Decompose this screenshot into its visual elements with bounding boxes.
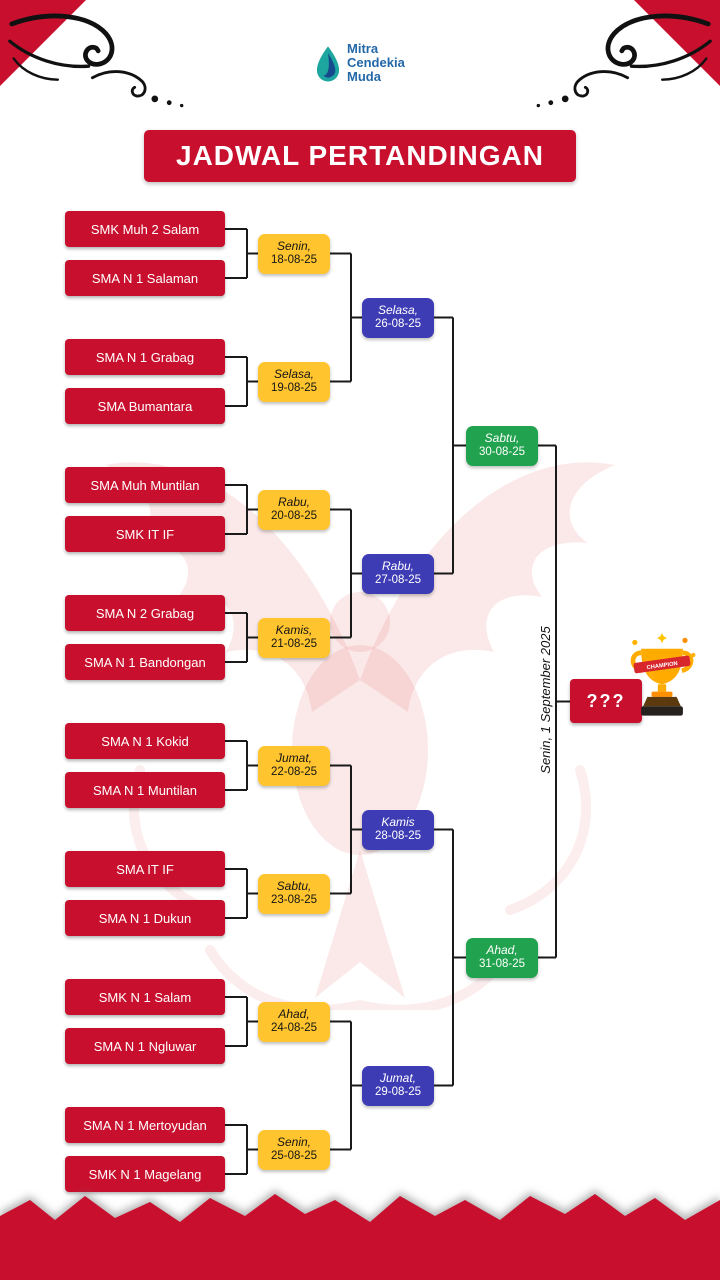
logo: Mitra Cendekia Muda <box>316 42 405 84</box>
match-date: 18-08-25 <box>270 253 318 266</box>
logo-line3: Muda <box>347 69 381 84</box>
logo-line1: Mitra <box>347 41 379 56</box>
team-box: SMA N 1 Kokid <box>65 723 225 759</box>
match-date: 24-08-25 <box>270 1021 318 1034</box>
team-box: SMA Bumantara <box>65 388 225 424</box>
match-day: Rabu, <box>277 495 311 509</box>
match-day: Jumat, <box>275 751 312 765</box>
team-box: SMA N 2 Grabag <box>65 595 225 631</box>
team-box: SMA N 1 Muntilan <box>65 772 225 808</box>
match-date: 22-08-25 <box>270 765 318 778</box>
match-day: Ahad, <box>486 943 518 957</box>
match-day: Kamis <box>381 815 415 829</box>
match-date: 31-08-25 <box>478 957 526 970</box>
match-box-round1: Senin,18-08-25 <box>258 233 330 274</box>
team-box: SMA N 1 Mertoyudan <box>65 1107 225 1143</box>
match-day: Jumat, <box>379 1071 416 1085</box>
match-box-round1: Kamis,21-08-25 <box>258 617 330 658</box>
logo-text: Mitra Cendekia Muda <box>347 42 405 84</box>
team-box: SMA Muh Muntilan <box>65 467 225 503</box>
match-date: 20-08-25 <box>270 509 318 522</box>
match-day: Sabtu, <box>276 879 312 893</box>
team-box: SMK Muh 2 Salam <box>65 211 225 247</box>
match-box-quarterfinal: Rabu,27-08-25 <box>362 553 434 594</box>
match-date: 29-08-25 <box>374 1085 422 1098</box>
match-date: 26-08-25 <box>374 317 422 330</box>
match-box-round1: Jumat,22-08-25 <box>258 745 330 786</box>
team-box: SMA IT IF <box>65 851 225 887</box>
logo-line2: Cendekia <box>347 55 405 70</box>
trophy-icon: CHAMPION <box>630 633 696 716</box>
page-title: JADWAL PERTANDINGAN <box>144 130 576 182</box>
team-box: SMK N 1 Salam <box>65 979 225 1015</box>
match-day: Selasa, <box>377 303 419 317</box>
final-winner-box: ??? <box>570 679 642 723</box>
match-date: 23-08-25 <box>270 893 318 906</box>
team-box: SMK N 1 Magelang <box>65 1156 225 1192</box>
match-box-quarterfinal: Selasa,26-08-25 <box>362 297 434 338</box>
logo-drop-icon <box>316 46 340 82</box>
match-box-round1: Senin,25-08-25 <box>258 1129 330 1170</box>
team-box: SMA N 1 Ngluwar <box>65 1028 225 1064</box>
match-box-quarterfinal: Jumat,29-08-25 <box>362 1065 434 1106</box>
match-date: 30-08-25 <box>478 445 526 458</box>
torn-paper-edge <box>0 1194 720 1280</box>
match-box-semifinal: Sabtu,30-08-25 <box>466 425 538 466</box>
match-box-round1: Rabu,20-08-25 <box>258 489 330 530</box>
match-box-round1: Selasa,19-08-25 <box>258 361 330 402</box>
match-date: 27-08-25 <box>374 573 422 586</box>
team-box: SMA N 1 Grabag <box>65 339 225 375</box>
match-box-semifinal: Ahad,31-08-25 <box>466 937 538 978</box>
match-day: Ahad, <box>278 1007 310 1021</box>
match-day: Senin, <box>276 239 312 253</box>
match-day: Sabtu, <box>484 431 520 445</box>
match-date: 25-08-25 <box>270 1149 318 1162</box>
match-day: Kamis, <box>275 623 313 637</box>
final-date-label: Senin, 1 September 2025 <box>538 626 553 774</box>
flourish-left-icon <box>8 13 184 108</box>
team-box: SMA N 1 Salaman <box>65 260 225 296</box>
match-day: Senin, <box>276 1135 312 1149</box>
team-box: SMA N 1 Dukun <box>65 900 225 936</box>
team-box: SMA N 1 Bandongan <box>65 644 225 680</box>
match-box-round1: Ahad,24-08-25 <box>258 1001 330 1042</box>
flourish-right-icon <box>536 13 712 108</box>
match-box-round1: Sabtu,23-08-25 <box>258 873 330 914</box>
match-date: 21-08-25 <box>270 637 318 650</box>
team-box: SMK IT IF <box>65 516 225 552</box>
match-day: Selasa, <box>273 367 315 381</box>
match-date: 28-08-25 <box>374 829 422 842</box>
match-date: 19-08-25 <box>270 381 318 394</box>
match-day: Rabu, <box>381 559 415 573</box>
svg-text:CHAMPION: CHAMPION <box>646 661 678 671</box>
